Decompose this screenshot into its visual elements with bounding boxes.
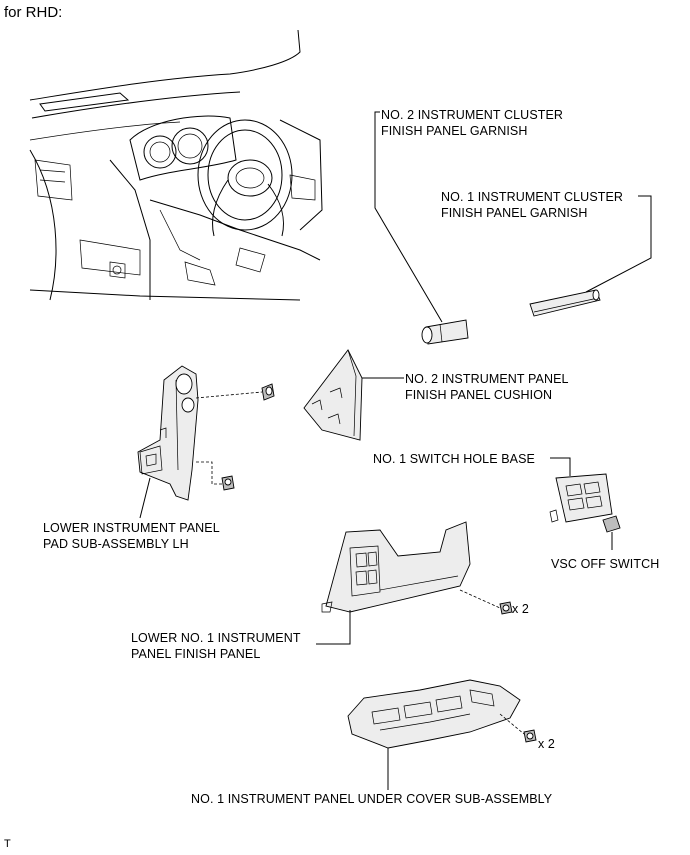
clip-icon (261, 383, 275, 401)
label-line: NO. 2 INSTRUMENT CLUSTER (381, 108, 564, 122)
lower-pad-lh-part (137, 365, 263, 519)
label-line: FINISH PANEL GARNISH (441, 206, 588, 220)
label-no2-cluster-garnish: NO. 2 INSTRUMENT CLUSTER FINISH PANEL GA… (381, 107, 563, 139)
label-line: LOWER NO. 1 INSTRUMENT (131, 631, 301, 645)
label-under-cover: NO. 1 INSTRUMENT PANEL UNDER COVER SUB-A… (191, 792, 553, 806)
label-switch-hole-base: NO. 1 SWITCH HOLE BASE (373, 452, 535, 466)
label-vsc-off-switch: VSC OFF SWITCH (551, 557, 660, 571)
qty-under-cover-screws: x 2 (538, 737, 555, 751)
bolt-icon (221, 475, 235, 491)
label-line: LOWER INSTRUMENT PANEL (43, 521, 220, 535)
label-line: FINISH PANEL GARNISH (381, 124, 528, 138)
lower-no1-finish-panel-part (316, 521, 501, 645)
qty-finish-panel-screws: x 2 (512, 602, 529, 616)
label-line: NO. 1 INSTRUMENT CLUSTER (441, 190, 624, 204)
label-line: PANEL FINISH PANEL (131, 647, 261, 661)
bolt-icon (523, 729, 537, 743)
footer-mark: T (4, 838, 11, 850)
vsc-off-switch-part (602, 515, 621, 550)
label-lower-no1-finish-panel: LOWER NO. 1 INSTRUMENT PANEL FINISH PANE… (131, 630, 301, 662)
bolt-icon (499, 601, 513, 615)
label-line: PAD SUB-ASSEMBLY LH (43, 537, 189, 551)
no1-cluster-garnish-part (529, 195, 652, 317)
label-no1-cluster-garnish: NO. 1 INSTRUMENT CLUSTER FINISH PANEL GA… (441, 189, 623, 221)
no2-panel-cushion-part (303, 349, 404, 441)
switch-hole-base-part (549, 457, 613, 523)
no2-cluster-garnish-part (374, 111, 469, 345)
label-line: NO. 2 INSTRUMENT PANEL (405, 372, 569, 386)
label-lower-pad-lh: LOWER INSTRUMENT PANEL PAD SUB-ASSEMBLY … (43, 520, 220, 552)
page-title: for RHD: (4, 4, 63, 21)
label-line: FINISH PANEL CUSHION (405, 388, 553, 402)
label-no2-panel-cushion: NO. 2 INSTRUMENT PANEL FINISH PANEL CUSH… (405, 371, 569, 403)
under-cover-part (347, 679, 525, 790)
dashboard-overview-illustration (29, 29, 323, 301)
